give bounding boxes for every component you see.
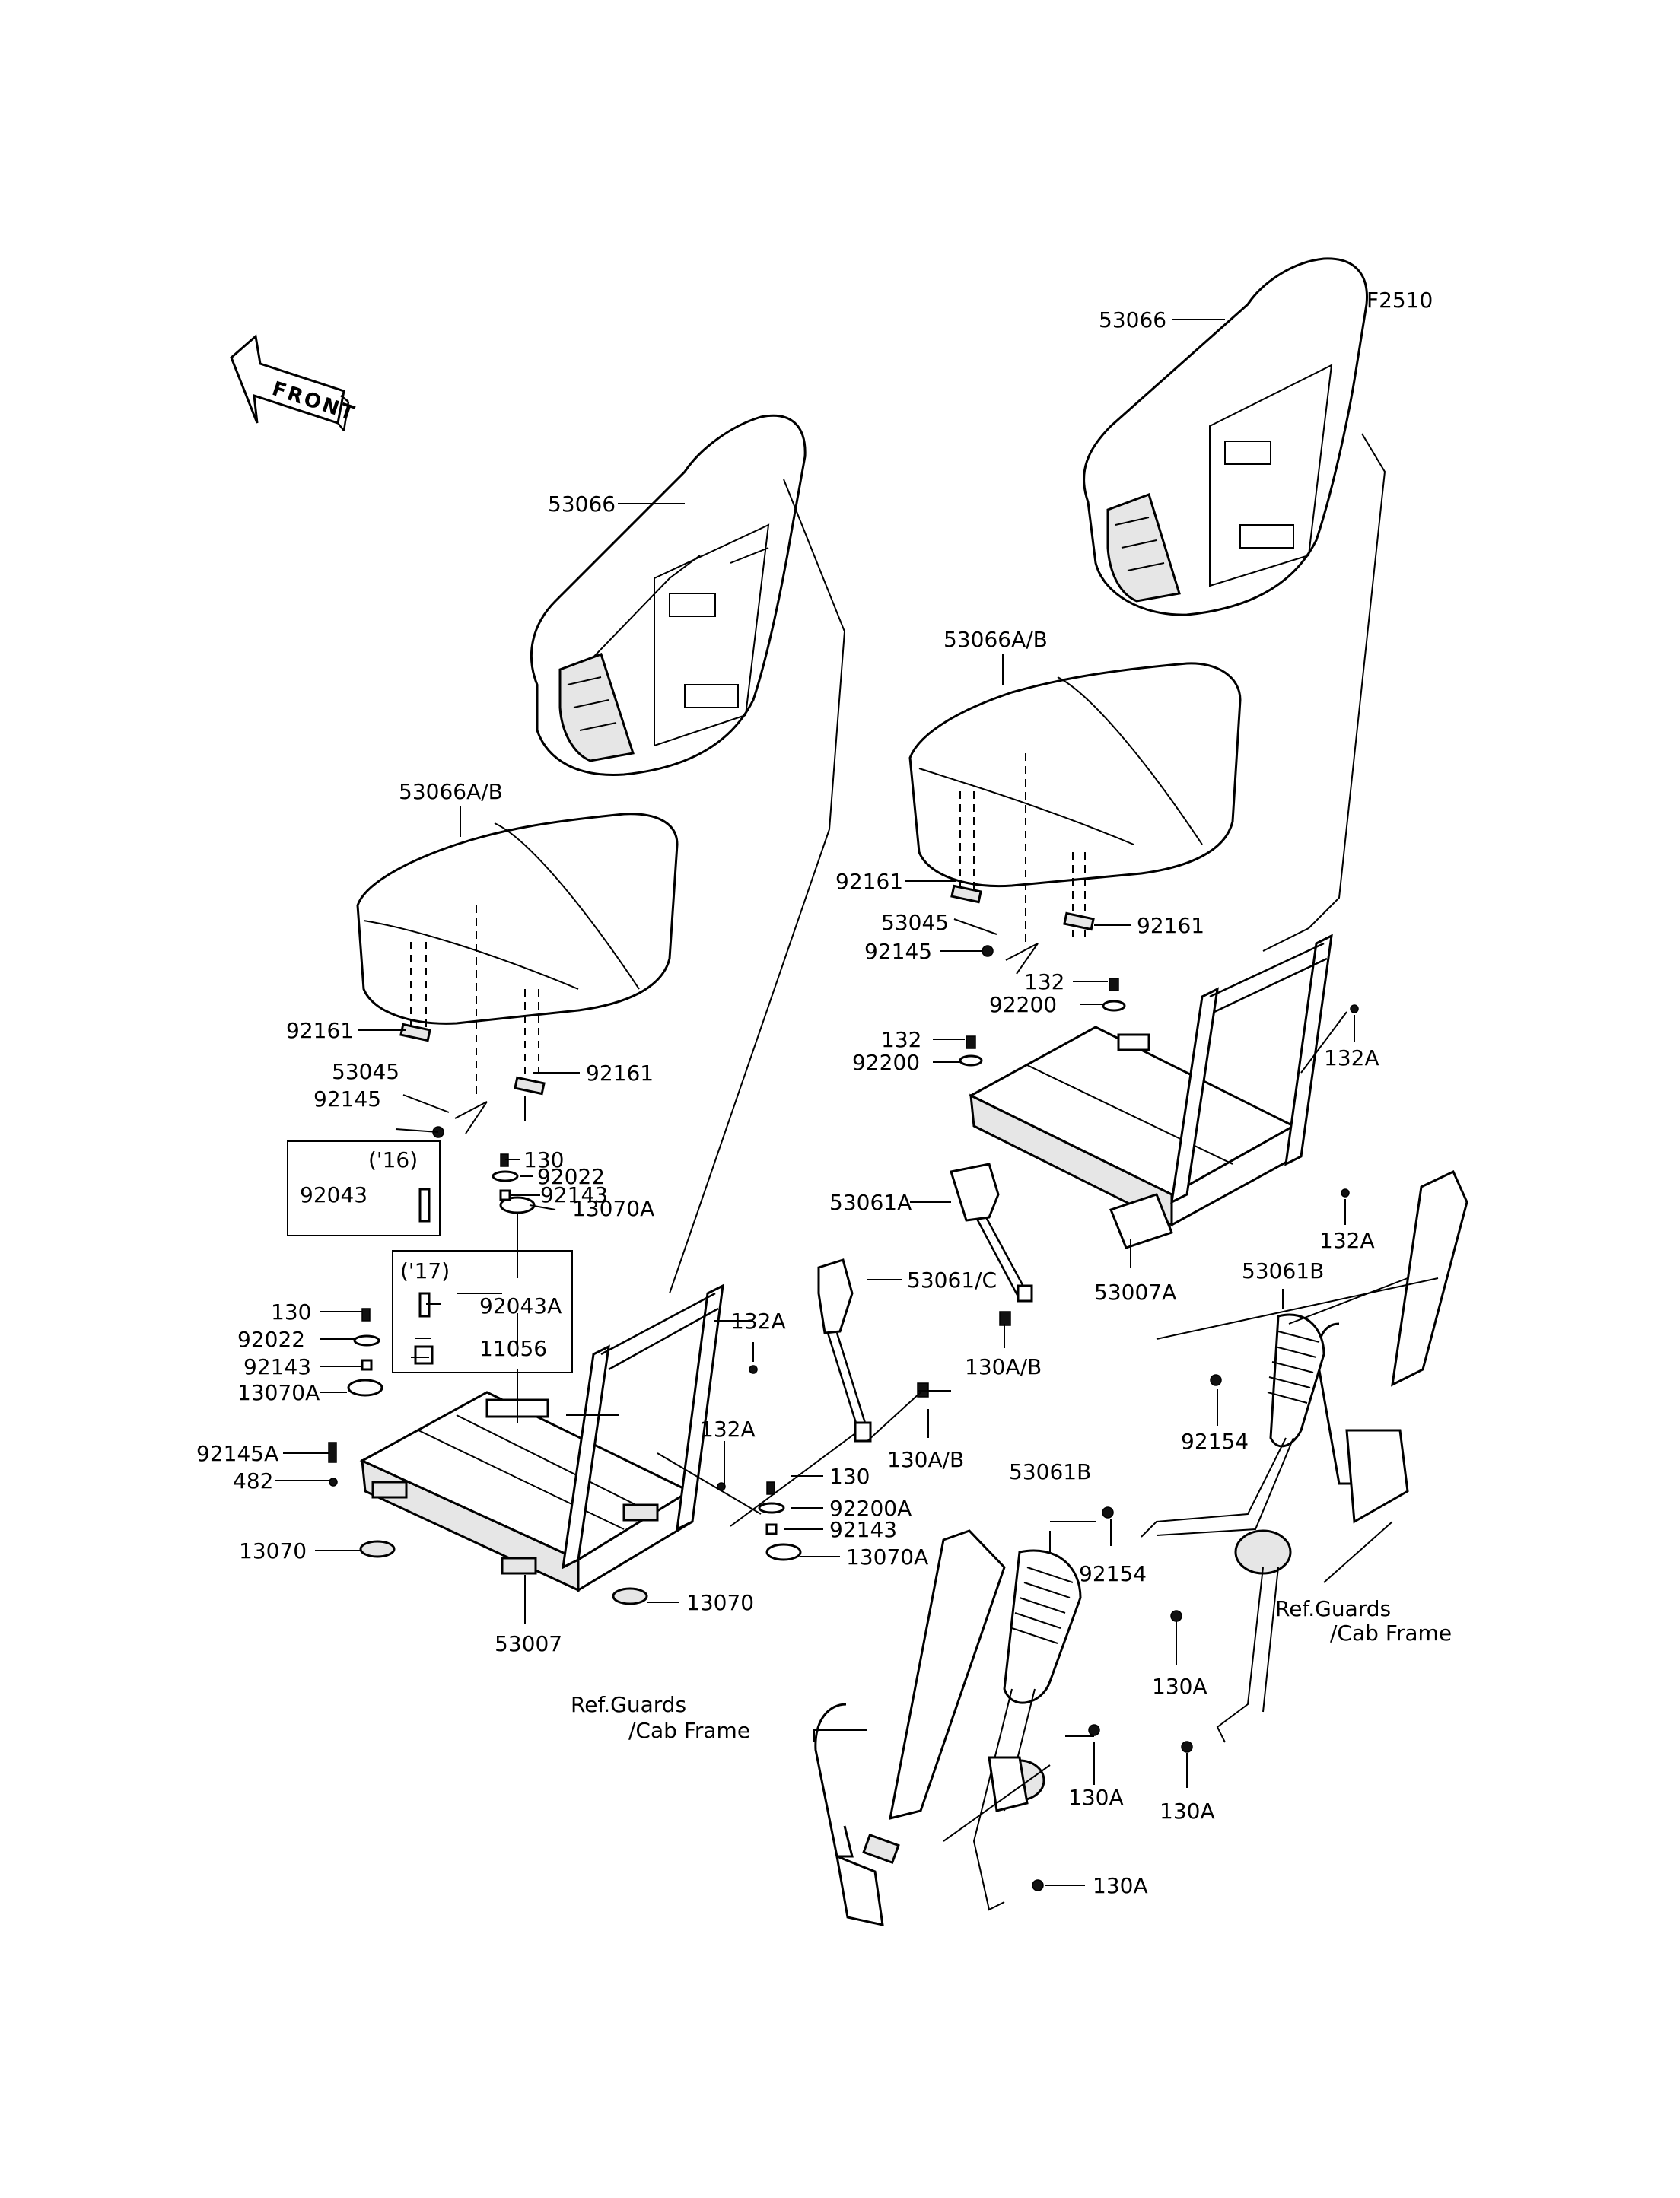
left-pads — [347, 1196, 802, 1605]
label-right-anchor-b: 130A — [1160, 1799, 1215, 1824]
label-right-bolt-lower: 132 — [881, 1027, 921, 1052]
right-seat-back — [1083, 257, 1368, 616]
label-left-side-washer: 92022 — [237, 1327, 305, 1352]
left-seat-cushion — [356, 813, 679, 1138]
label-left-pin: 482 — [233, 1468, 273, 1493]
label-right-belt-retractor: 53061B — [1242, 1258, 1324, 1283]
label-right-latch-spring: 92145 — [864, 939, 932, 964]
label-right-guards-line2: /Cab Frame — [1330, 1621, 1452, 1646]
label-right-bracket-left: 92161 — [835, 869, 903, 894]
front-arrow-icon: FRONT — [230, 334, 359, 431]
label-left-nut-lower: 132A — [700, 1417, 756, 1442]
label-variant-16-bolt: 92043 — [300, 1182, 368, 1207]
label-right-latch: 53045 — [881, 910, 949, 935]
right-seat-cushion — [908, 662, 1242, 975]
label-left-right-washer: 92200A — [829, 1496, 912, 1521]
label-right-bolt-upper: 132 — [1024, 969, 1064, 994]
label-variant-17-clip: 11056 — [479, 1336, 547, 1361]
label-right-seat-cushion: 53066A/B — [943, 627, 1048, 652]
label-left-grommet: 13070A — [572, 1196, 654, 1221]
label-center-guards-line1: Ref.Guards — [571, 1692, 686, 1717]
label-right-nut-upper: 132A — [1324, 1045, 1379, 1070]
label-left-bracket-right: 92161 — [586, 1061, 654, 1086]
label-left-nut-upper: 132A — [730, 1309, 786, 1334]
label-right-bracket-right: 92161 — [1137, 913, 1204, 938]
label-variant-17-bolt: 92043A — [479, 1293, 562, 1318]
label-right-belt-bolt: 92154 — [1181, 1429, 1249, 1454]
label-left-right-grommet: 13070A — [846, 1544, 928, 1570]
label-left-rubber-pad-right: 13070 — [686, 1590, 754, 1615]
label-center-belt-bolt: 92154 — [1079, 1561, 1147, 1586]
label-left-latch-spring: 92145 — [313, 1086, 381, 1112]
label-left-right-bolt: 130 — [829, 1464, 870, 1489]
label-left-seat-back: 53066 — [548, 491, 616, 517]
right-belt-assembly — [1141, 1169, 1468, 1753]
right-seat-frame — [959, 934, 1359, 1249]
label-left-rubber-pad-left: 13070 — [239, 1538, 307, 1563]
label-right-frame: 53007A — [1094, 1280, 1176, 1305]
label-right-nut-lower: 132A — [1319, 1228, 1375, 1253]
label-right-seat-back: 53066 — [1099, 307, 1166, 332]
label-center-anchor-upper: 130A — [1068, 1785, 1124, 1810]
label-right-guards-line1: Ref.Guards — [1275, 1596, 1391, 1621]
center-buckle — [817, 1258, 929, 1443]
variant-17-box — [392, 1250, 573, 1373]
right-buckle — [950, 1163, 1033, 1326]
label-variant-16: ('16) — [368, 1147, 418, 1172]
label-left-right-cap: 92143 — [829, 1517, 897, 1542]
label-center-guards-line2: /Cab Frame — [628, 1718, 750, 1743]
label-left-side-cap: 92143 — [243, 1354, 311, 1379]
label-left-latch: 53045 — [332, 1059, 399, 1084]
left-seat-frame — [359, 1283, 724, 1592]
variant-16-box — [287, 1140, 441, 1236]
label-center-belt-retractor: 53061B — [1009, 1459, 1091, 1484]
label-left-washer: 92022 — [537, 1164, 605, 1189]
left-seat-back — [530, 414, 807, 776]
label-right-washer-lower: 92200 — [852, 1050, 920, 1075]
label-left-frame: 53007 — [495, 1631, 562, 1656]
label-center-anchor-lower: 130A — [1093, 1873, 1148, 1898]
leader-lines — [275, 319, 1439, 1886]
label-left-bracket-left: 92161 — [286, 1018, 354, 1043]
center-belt-assembly — [814, 1506, 1114, 1926]
label-left-spring-pin: 92145A — [196, 1441, 278, 1466]
figure-code: F2510 — [1367, 288, 1433, 313]
label-center-buckle-bolt: 130A/B — [887, 1447, 964, 1472]
label-left-bolt: 130 — [523, 1147, 564, 1172]
label-left-side-bolt: 130 — [271, 1299, 311, 1325]
label-left-seat-cushion: 53066A/B — [399, 779, 503, 804]
label-left-cap: 92143 — [540, 1182, 608, 1207]
label-variant-17: ('17) — [400, 1258, 450, 1283]
label-right-buckle-bolt: 130A/B — [965, 1354, 1042, 1379]
label-left-side-grommet: 13070A — [237, 1380, 320, 1405]
label-center-buckle: 53061/C — [907, 1268, 997, 1293]
label-right-buckle: 53061A — [829, 1190, 912, 1215]
label-right-washer-upper: 92200 — [989, 992, 1057, 1017]
label-right-anchor-a: 130A — [1152, 1674, 1208, 1699]
